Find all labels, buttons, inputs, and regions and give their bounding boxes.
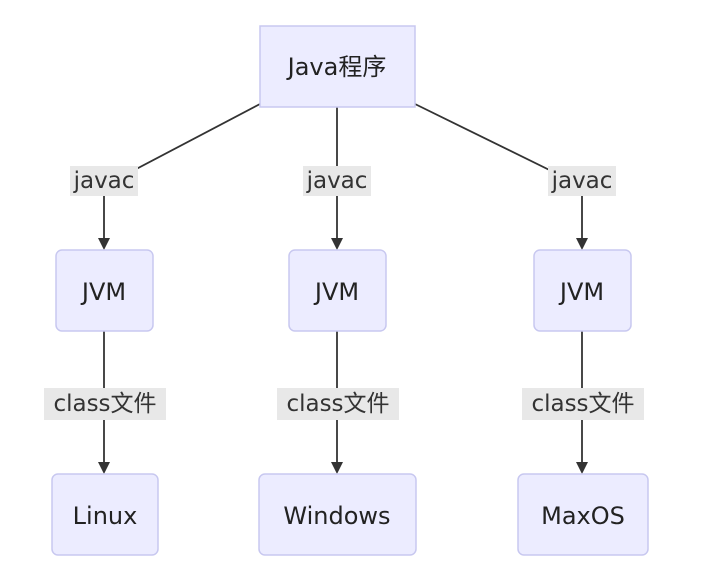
edge-label-class-mac: class文件 [522, 388, 644, 420]
edge-label-text: javac [306, 168, 368, 194]
node-label: JVM [313, 278, 359, 306]
edge-label-text: javac [73, 168, 135, 194]
node-java-program: Java程序 [259, 25, 416, 108]
edge-label-javac-mac: javac [548, 166, 616, 196]
node-label: Java程序 [286, 53, 387, 81]
node-label: Windows [283, 502, 390, 530]
node-label: JVM [80, 278, 126, 306]
node-jvm-linux: JVM [55, 249, 154, 332]
node-label: Linux [73, 502, 138, 530]
node-macos: MaxOS [517, 473, 649, 556]
node-jvm-mac: JVM [533, 249, 632, 332]
edge-label-text: class文件 [531, 391, 634, 417]
edge-label-text: class文件 [286, 391, 389, 417]
edge-label-javac-windows: javac [303, 166, 371, 196]
node-linux: Linux [51, 473, 159, 556]
node-label: MaxOS [541, 502, 625, 530]
node-windows: Windows [258, 473, 417, 556]
edge-label-javac-linux: javac [70, 166, 138, 196]
edge-label-class-linux: class文件 [44, 388, 166, 420]
edge-label-text: javac [551, 168, 613, 194]
node-label: JVM [558, 278, 604, 306]
edge-label-text: class文件 [53, 391, 156, 417]
edge-label-class-windows: class文件 [277, 388, 399, 420]
node-jvm-windows: JVM [288, 249, 387, 332]
